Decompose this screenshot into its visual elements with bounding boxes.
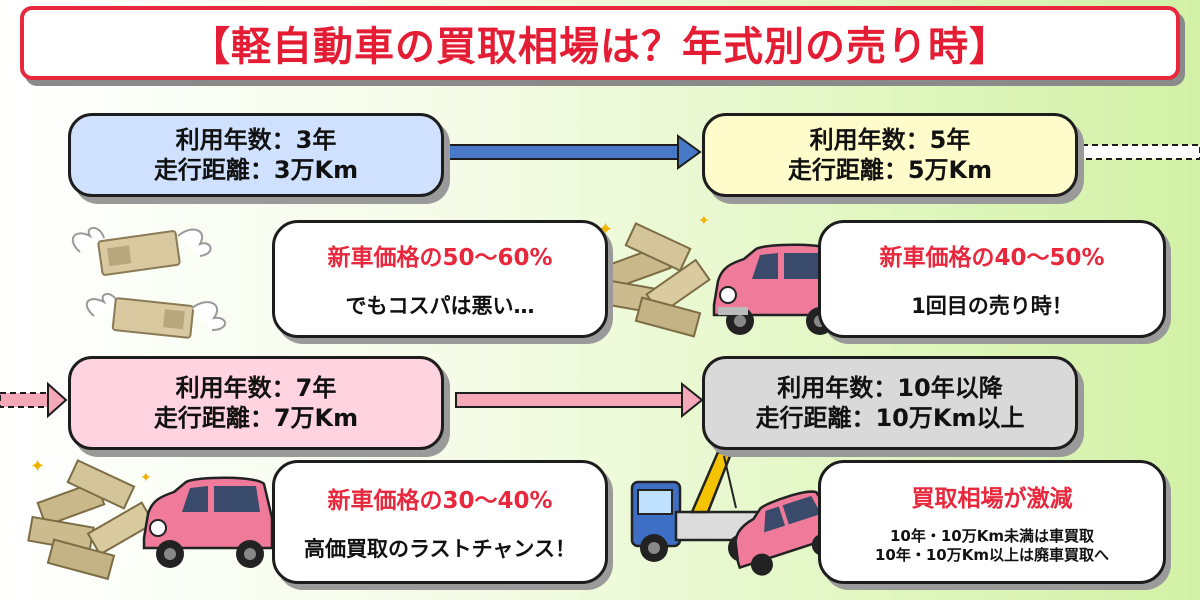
price-bubble-5-years: 新車価格の40〜50% 1回目の売り時！ [818, 220, 1166, 338]
stage-box-7-years: 利用年数：7年 走行距離：7万Km [68, 356, 444, 450]
stage-box-10-years: 利用年数：10年以降 走行距離：10万Km以上 [702, 356, 1078, 450]
title-banner: 【軽自動車の買取相場は？年式別の売り時】 [20, 6, 1180, 80]
svg-text:✦: ✦ [698, 213, 710, 229]
mileage-label: 走行距離：10万Km以上 [755, 404, 1025, 432]
stage-box-3-years: 利用年数：3年 走行距離：3万Km [68, 113, 444, 197]
mileage-label: 走行距離：5万Km [787, 156, 993, 184]
price-headline: 新車価格の40〜50% [879, 245, 1105, 271]
flying-money-icon [85, 293, 226, 339]
money-pile-icon: ✦ ✦ [27, 456, 156, 581]
usage-years-label: 利用年数：5年 [809, 126, 971, 154]
usage-years-label: 利用年数：7年 [175, 374, 337, 402]
price-note-over: 10年・10万Km以上は廃車買取へ [874, 546, 1109, 564]
price-headline: 買取相場が激減 [911, 486, 1073, 512]
price-note-under: 10年・10万Km未満は車買取 [889, 527, 1094, 545]
dashed-arrow-in-icon [0, 381, 68, 419]
price-bubble-3-years: 新車価格の50〜60% でもコスパは悪い… [272, 220, 608, 338]
page-title: 【軽自動車の買取相場は？年式別の売り時】 [190, 24, 1010, 70]
price-note: 1回目の売り時！ [911, 294, 1073, 318]
price-bubble-10-years: 買取相場が激減 10年・10万Km未満は車買取 10年・10万Km以上は廃車買取… [818, 460, 1166, 584]
svg-text:✦: ✦ [140, 470, 152, 486]
price-headline: 新車価格の50〜60% [327, 245, 553, 271]
price-note: 高価買取のラストチャンス！ [304, 537, 576, 561]
usage-years-label: 利用年数：10年以降 [777, 374, 1003, 402]
price-bubble-7-years: 新車価格の30〜40% 高価買取のラストチャンス！ [272, 460, 608, 584]
dashed-continue-right-icon [1081, 144, 1200, 160]
stage-box-5-years: 利用年数：5年 走行距離：5万Km [702, 113, 1078, 197]
arrow-right-pink-icon [455, 381, 704, 419]
mileage-label: 走行距離：3万Km [153, 156, 359, 184]
money-pile-icon: ✦ ✦ [598, 213, 711, 338]
flying-money-icon [71, 227, 212, 276]
price-headline: 新車価格の30〜40% [327, 488, 553, 514]
arrow-right-icon [447, 134, 702, 170]
pink-car-icon [142, 476, 274, 568]
usage-years-label: 利用年数：3年 [175, 126, 337, 154]
mileage-label: 走行距離：7万Km [153, 404, 359, 432]
svg-text:✦: ✦ [30, 456, 45, 477]
price-note: でもコスパは悪い… [345, 294, 535, 318]
